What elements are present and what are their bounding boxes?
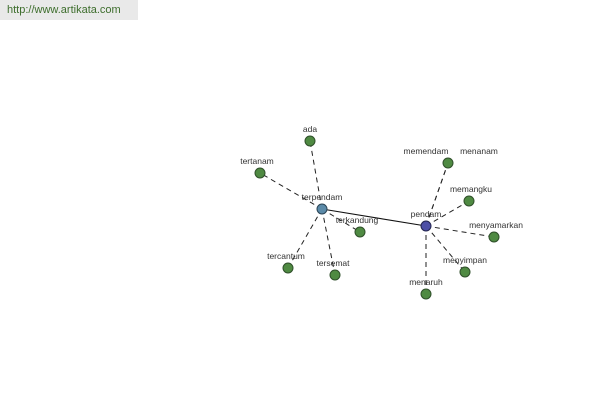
node-menaruh[interactable] xyxy=(420,288,432,300)
node-menyamarkan[interactable] xyxy=(488,231,500,243)
edge-pendam-menanam xyxy=(425,162,449,227)
edge-pendam-menyamarkan xyxy=(425,225,495,238)
graph-labels: ada tertanam terkandung tercantum tersemat me… xyxy=(240,124,523,287)
edge-terpendam-pendam xyxy=(321,208,427,227)
label-tertanam[interactable]: tertanam xyxy=(240,156,274,166)
edge-terpendam-terkandung xyxy=(321,208,361,233)
node-menyimpan[interactable] xyxy=(459,266,471,278)
graph-edges xyxy=(259,140,495,294)
node-ada[interactable] xyxy=(304,135,316,147)
site-url-link[interactable]: http://www.artikata.com xyxy=(0,0,138,20)
node-tercantum[interactable] xyxy=(282,262,294,274)
label-memendam[interactable]: memendam xyxy=(404,146,449,156)
hub-label-terpendam[interactable]: terpendam xyxy=(302,192,343,202)
edge-terpendam-tercantum xyxy=(287,208,323,269)
edge-terpendam-tersemat xyxy=(321,208,336,276)
edge-terpendam-tertanam xyxy=(259,172,323,210)
node-tertanam[interactable] xyxy=(254,167,266,179)
node-tersemat[interactable] xyxy=(329,269,341,281)
label-menyamarkan[interactable]: menyamarkan xyxy=(469,220,523,230)
label-tersemat[interactable]: tersemat xyxy=(316,258,350,268)
hub-node-terpendam[interactable] xyxy=(316,203,328,215)
label-ada[interactable]: ada xyxy=(303,124,317,134)
graph-nodes xyxy=(254,135,500,300)
label-memangku[interactable]: memangku xyxy=(450,184,492,194)
label-tercantum[interactable]: tercantum xyxy=(267,251,305,261)
label-menaruh[interactable]: menaruh xyxy=(409,277,443,287)
hub-node-pendam[interactable] xyxy=(420,220,432,232)
edge-terpendam-ada xyxy=(309,140,323,210)
node-memangku[interactable] xyxy=(463,195,475,207)
node-terkandung[interactable] xyxy=(354,226,366,238)
node-memendam[interactable] xyxy=(442,157,454,169)
edge-pendam-menyimpan xyxy=(425,225,466,273)
label-menanam[interactable]: menanam xyxy=(460,146,498,156)
label-menyimpan[interactable]: menyimpan xyxy=(443,255,487,265)
hub-label-pendam[interactable]: pendam xyxy=(411,209,442,219)
label-terkandung[interactable]: terkandung xyxy=(336,215,379,225)
